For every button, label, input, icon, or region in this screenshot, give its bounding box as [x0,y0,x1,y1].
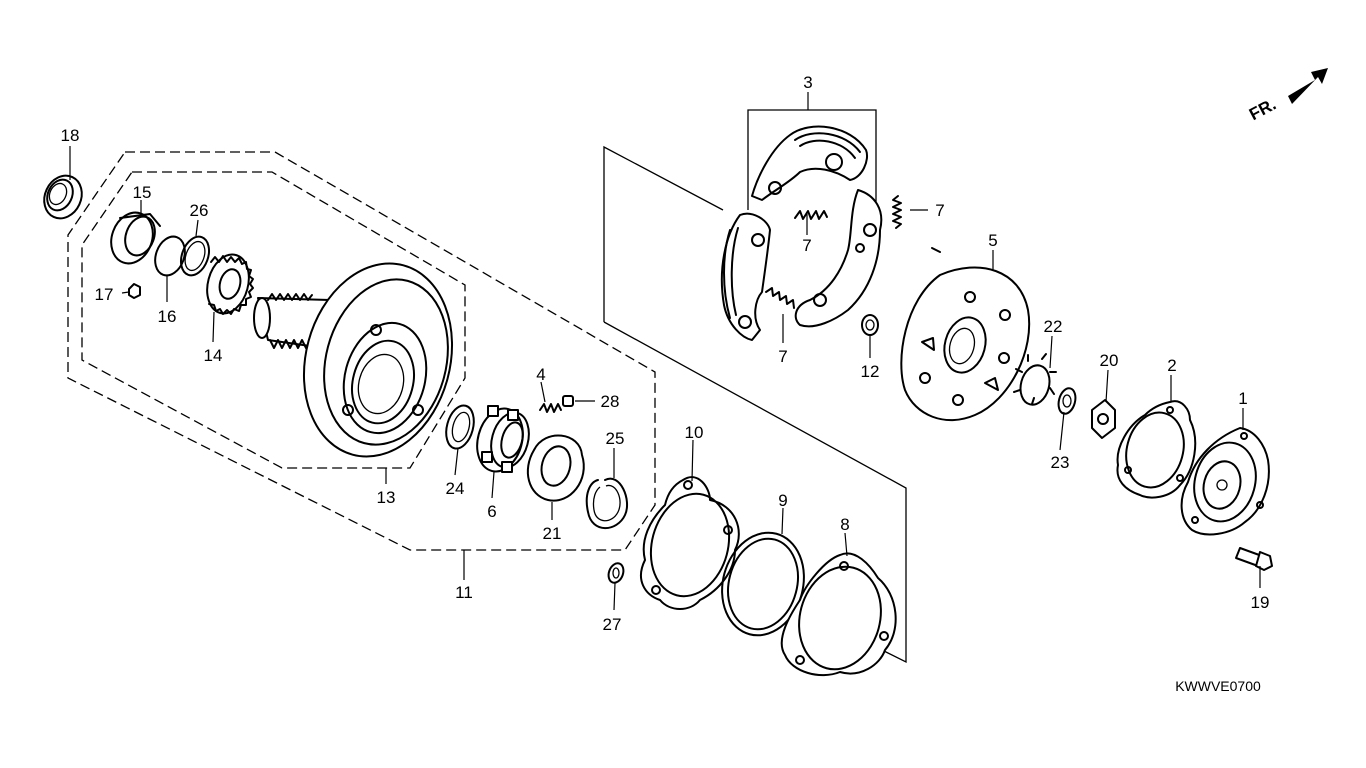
part-4-spring [539,403,562,413]
callout-1: 1 [1238,389,1247,408]
part-25-circlip-inner [592,484,621,522]
callout-23: 23 [1051,453,1070,472]
part-27-washer-inner [612,567,620,579]
callout-11: 11 [455,583,473,602]
part-20-nut [1091,399,1116,439]
part-23-washer-inner [1062,394,1072,408]
part-7-spring-c [765,287,795,309]
callout-28: 28 [601,392,620,411]
part-23-washer [1057,387,1077,415]
part-15-collar [110,211,161,265]
part-12-collar [861,314,879,336]
callout-6: 6 [487,502,496,521]
callout-labels: 18 15 26 17 16 14 3 7 7 7 5 12 22 20 2 1… [61,73,1270,634]
gasket-group-outline [603,145,724,322]
part-24-washer [445,404,475,450]
part-24-washer-inner [451,411,471,443]
callout-27: 27 [603,615,622,634]
callout-20: 20 [1100,351,1119,370]
part-1-cover [1180,427,1270,536]
part-22-ratchet [1013,353,1057,406]
callout-8: 8 [840,515,849,534]
diagram-code: KWWVE0700 [1175,678,1261,694]
part-26-ring [179,235,211,277]
bracket-3 [747,109,877,210]
part-9-ring-inner [727,537,799,631]
part-3-clutch-shoes [720,125,883,341]
callout-26: 26 [190,201,209,220]
front-direction-arrow-icon [1288,68,1328,104]
callout-15: 15 [133,183,152,202]
part-10-gasket [640,476,740,610]
part-5-drive-plate [900,247,1031,422]
callout-24: 24 [446,479,465,498]
callout-3: 3 [803,73,812,92]
callout-21: 21 [543,524,562,543]
callout-7b: 7 [802,236,811,255]
callout-9: 9 [778,491,787,510]
part-14-gear [206,253,254,315]
part-18-seal [43,174,83,220]
assembly-13-outline [81,171,466,469]
part-7-spring-a [794,210,828,220]
callout-14: 14 [204,346,223,365]
part-26-ring-inner [184,240,206,272]
callout-7c: 7 [778,347,787,366]
gasket-group-outline-2 [603,321,907,664]
callout-7a: 7 [935,201,944,220]
callout-19: 19 [1251,593,1270,612]
part-21-plate [526,434,585,502]
callout-25: 25 [606,429,625,448]
part-25-circlip [585,477,629,529]
callout-10: 10 [685,423,704,442]
part-7-spring-b [892,195,902,229]
front-direction-label: FR. [1246,95,1279,125]
callout-5: 5 [988,231,997,250]
part-6-one-way-clutch [476,405,530,473]
part-27-washer [607,562,625,584]
callout-13: 13 [377,488,396,507]
part-28-pin [562,395,574,407]
part-16-snap-ring [154,235,186,277]
part-19-bolt [1235,547,1273,571]
part-17-nut [128,283,141,299]
callout-2: 2 [1167,356,1176,375]
callout-16: 16 [158,307,177,326]
callout-17: 17 [95,285,114,304]
callout-18: 18 [61,126,80,145]
leader-lines [69,92,1261,611]
callout-12: 12 [861,362,880,381]
callout-22: 22 [1044,317,1063,336]
callout-4: 4 [536,365,545,384]
part-2-gasket [1116,400,1197,499]
part-13-drum [253,262,454,458]
part-8-gasket [780,552,897,677]
